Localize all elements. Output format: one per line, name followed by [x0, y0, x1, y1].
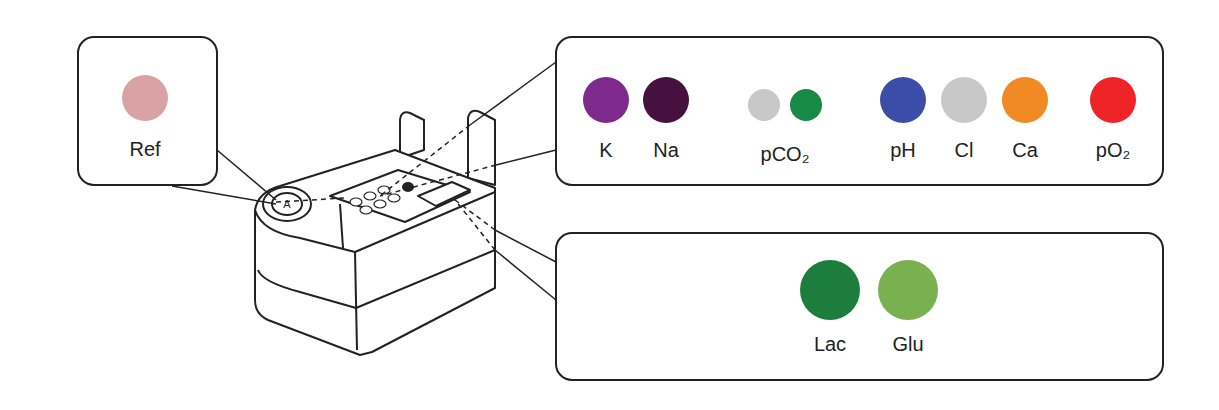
sensor-pads: [350, 186, 400, 214]
sensor-node: Lac: [797, 259, 863, 355]
leader-lines: [172, 62, 556, 300]
sensor-dot: [643, 77, 689, 123]
sensor-dot: [402, 182, 414, 192]
top-edge: [255, 192, 495, 252]
sensor-label: pH: [877, 139, 929, 161]
sensor-symbol: [121, 74, 169, 122]
sensor-label: Ref: [119, 138, 171, 160]
sensor-node: Cl: [938, 76, 990, 161]
sensor-node: pCO₂: [745, 88, 825, 165]
sensor-label: pCO₂: [745, 143, 825, 165]
callout-frames: [78, 37, 1163, 380]
housing: [255, 150, 495, 355]
leader-line: [380, 165, 496, 196]
sensor-pad: [374, 200, 386, 208]
sensor-node: Glu: [875, 259, 941, 355]
sensor-dot: [878, 260, 938, 320]
sensor-node: Na: [640, 76, 692, 161]
sensor-label: Cl: [938, 139, 990, 161]
sensor-pad: [360, 206, 372, 214]
sensor-label: pO₂: [1087, 139, 1139, 161]
badge-ring: [272, 193, 302, 215]
sensor-symbol: [1089, 76, 1137, 124]
sensor-symbol: [799, 259, 861, 321]
sensor-dot: [748, 89, 780, 121]
sensor-symbol: [879, 76, 927, 124]
leader-line: [380, 125, 470, 196]
back-tab: [400, 112, 424, 158]
sensor-node: Ref: [119, 74, 171, 160]
sensor-pad: [350, 198, 362, 206]
leader-line: [495, 250, 556, 300]
callout-frame: [78, 37, 217, 185]
leader-line: [455, 200, 495, 250]
leader-line: [217, 150, 276, 200]
back-tab: [468, 111, 495, 185]
sensor-node: pO₂: [1087, 76, 1139, 161]
sensor-dot: [790, 89, 822, 121]
recess-edge: [340, 204, 343, 248]
sensor-dot: [880, 77, 926, 123]
sensor-label: Lac: [797, 333, 863, 355]
sensor-node: pH: [877, 76, 929, 161]
sensor-dot: [941, 77, 987, 123]
leader-line: [470, 62, 556, 125]
sensor-dot: [122, 75, 168, 121]
sensor-dot: [1090, 77, 1136, 123]
leader-line: [496, 150, 556, 165]
sensor-label: Glu: [875, 333, 941, 355]
sensor-label: Na: [640, 139, 692, 161]
window: [418, 182, 470, 206]
callout-frame: [556, 37, 1163, 185]
leader-line: [172, 186, 276, 204]
sensor-symbol: [747, 88, 823, 122]
sensor-pad: [364, 192, 376, 200]
sensor-node: K: [580, 76, 632, 161]
base-rim: [258, 250, 495, 308]
sensor-dot: [800, 260, 860, 320]
sensor-symbol: [582, 76, 630, 124]
sensor-pad: [388, 194, 400, 202]
cap-top: [263, 187, 311, 221]
sensor-label: K: [580, 139, 632, 161]
sensor-label: Ca: [999, 139, 1051, 161]
sensor-dot: [1002, 77, 1048, 123]
badge-letter: A: [283, 199, 290, 210]
sensor-dot: [583, 77, 629, 123]
sensor-symbol: [642, 76, 690, 124]
cartridge-body: [255, 111, 495, 355]
sensor-node: Ca: [999, 76, 1051, 161]
sensor-symbol: [940, 76, 988, 124]
front-edge: [355, 252, 357, 350]
sensor-symbol: [1001, 76, 1049, 124]
callout-frame: [556, 233, 1163, 380]
sensor-symbol: [877, 259, 939, 321]
